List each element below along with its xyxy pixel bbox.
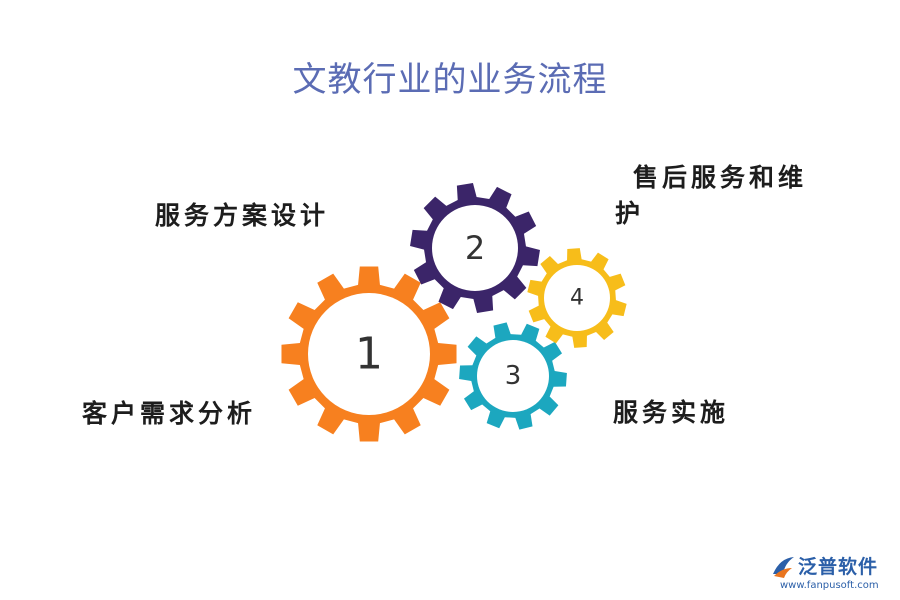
gear-2-center [432, 205, 518, 291]
gear-4: 4 [527, 248, 627, 348]
gear-4-center [544, 265, 610, 331]
brand-logo: 泛普软件 www.fanpusoft.com [770, 552, 890, 596]
logo-name: 泛普软件 [798, 556, 879, 578]
gear-2: 2 [410, 183, 540, 313]
gear-2-number: 2 [465, 229, 485, 267]
step-3-label: 服务实施 [613, 398, 730, 427]
step-1-label: 客户需求分析 [82, 399, 257, 428]
gear-1: 1 [281, 266, 457, 442]
gear-3: 3 [459, 322, 567, 430]
step-2-label: 服务方案设计 [155, 201, 330, 230]
gear-3-center [477, 340, 549, 412]
page-title: 文教行业的业务流程 [292, 60, 608, 100]
gear-1-number: 1 [355, 329, 383, 380]
logo-mark-icon [773, 557, 794, 578]
logo-url: www.fanpusoft.com [780, 580, 879, 591]
step-4-label: 售后服务和维护 [615, 163, 808, 228]
gear-4-number: 4 [570, 286, 584, 311]
gear-1-center [308, 293, 430, 415]
gear-3-number: 3 [505, 361, 522, 391]
